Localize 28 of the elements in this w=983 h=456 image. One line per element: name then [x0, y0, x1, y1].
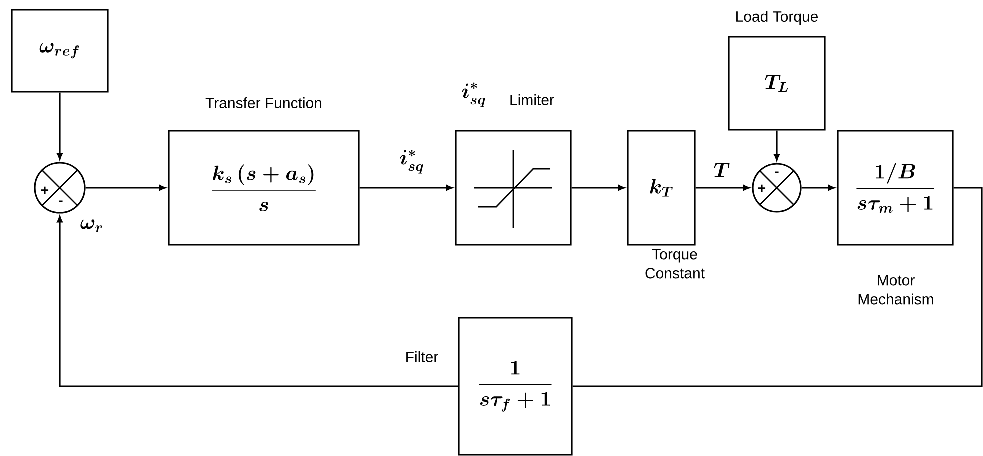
block-label: Transfer Function — [206, 98, 322, 108]
arrow — [696, 185, 750, 191]
transfer-function-block: $T_L$ — [728, 36, 826, 131]
edge-label: $T$ — [712, 162, 732, 178]
arrow — [57, 216, 458, 388]
arrow — [57, 92, 63, 160]
arrow — [572, 185, 625, 191]
block-label: Limiter — [510, 94, 554, 106]
transfer-function-block: $\frac{k_s\left(s+a_s\right)}{s}$ — [168, 130, 360, 246]
edge-label: $i_{sq}^{*}$ — [398, 149, 426, 175]
arrow — [774, 130, 780, 161]
sign-label: + — [758, 184, 766, 192]
sign-label: - — [59, 200, 63, 202]
transfer-function-block: $\omega_{ref}$ — [11, 9, 109, 93]
block-label: $i_{sq}^{*}$ — [462, 82, 486, 108]
transfer-function-block: $\frac{1}{s\tau_f+1}$ — [458, 317, 573, 456]
arrow — [802, 185, 835, 191]
sign-label: + — [42, 186, 49, 194]
transfer-function-block: $k_T$ — [627, 130, 696, 246]
block-label: Filter — [406, 352, 438, 362]
sign-label: - — [775, 172, 779, 174]
block-label: Load Torque — [736, 11, 818, 25]
arrow — [86, 185, 166, 191]
block-caption: Motor Mechanism — [858, 275, 934, 305]
arrow — [360, 185, 453, 191]
block-caption: Torque Constant — [646, 249, 705, 279]
edge-label: $\omega_r$ — [79, 218, 105, 234]
transfer-function-block: $\frac{1/B}{s\tau_m+1}$ — [837, 130, 954, 246]
